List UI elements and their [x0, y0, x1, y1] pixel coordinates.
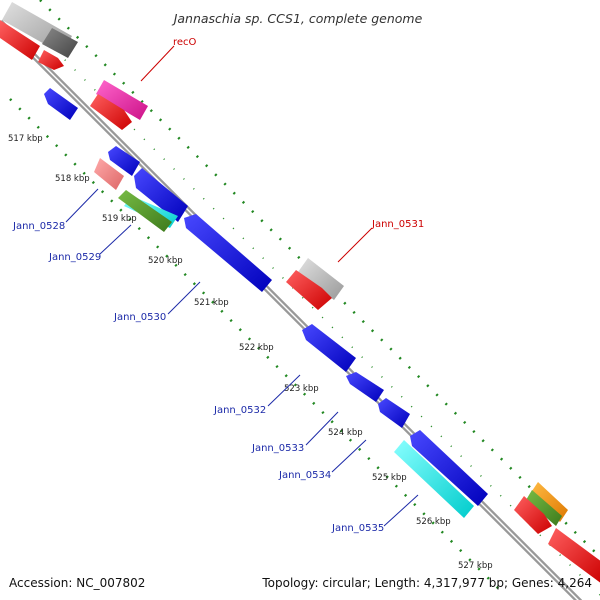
reverse-cds-jann0534 — [378, 398, 410, 428]
feature-block-green — [118, 190, 172, 232]
reverse-cds-5 — [410, 430, 488, 506]
gc-skew-track-outer — [39, 0, 600, 559]
tick-label: 526 kbp — [416, 517, 451, 527]
tick-label: 523 kbp — [284, 384, 319, 394]
forward-cds-recO — [90, 94, 132, 130]
gene-label-jann0531: Jann_0531 — [371, 219, 424, 230]
tick-label: 517 kbp — [8, 134, 43, 144]
forward-cds-2 — [38, 50, 64, 70]
map-title: Jannaschia sp. CCS1, complete genome — [171, 11, 423, 26]
reverse-cds-1 — [44, 88, 78, 120]
leader-jann0534 — [331, 439, 367, 473]
reverse-cds-jann0528 — [134, 168, 188, 222]
gene-label-jann0532: Jann_0532 — [213, 405, 266, 416]
reverse-cds-jann0530 — [184, 214, 272, 292]
forward-cds-1 — [0, 20, 40, 60]
feature-block-salmon — [94, 158, 124, 190]
tick-label: 522 kbp — [239, 343, 274, 353]
gene-label-recO: recO — [173, 37, 197, 48]
backbone-inner-line — [0, 21, 579, 600]
tick-label: 520 kbp — [148, 256, 183, 266]
leader-jann0532 — [267, 374, 301, 407]
forward-cds-4 — [548, 528, 600, 583]
tick-label: 525 kbp — [372, 473, 407, 483]
leader-jann0535 — [383, 494, 419, 527]
leader-jann0530 — [167, 281, 201, 315]
feature-block-gray-2 — [298, 258, 344, 300]
gene-label-jann0529: Jann_0529 — [48, 252, 101, 263]
reverse-cds-jann0532 — [302, 324, 356, 372]
leader-jann0528 — [65, 188, 99, 223]
gene-label-jann0530: Jann_0530 — [113, 312, 166, 323]
gene-label-jann0533: Jann_0533 — [251, 443, 304, 454]
feature-block-cyan-2 — [394, 440, 474, 518]
feature-block-pink — [96, 80, 148, 120]
tick-label: 518 kbp — [55, 174, 90, 184]
gene-label-jann0534: Jann_0534 — [278, 470, 331, 481]
reverse-cds-2 — [108, 146, 140, 176]
reverse-cds-jann0533 — [346, 372, 384, 402]
feature-block-dark — [42, 28, 78, 58]
gc-content-track — [44, 39, 600, 596]
accession-text: Accession: NC_007802 — [9, 576, 145, 590]
tick-label: 524 kbp — [328, 428, 363, 438]
leader-jann0533 — [305, 411, 339, 446]
tick-label: 527 kbp — [458, 561, 493, 571]
feature-block-orange — [530, 482, 568, 522]
tick-label: 521 kbp — [194, 298, 229, 308]
leader-jann0529 — [99, 224, 132, 255]
topology-text: Topology: circular; Length: 4,317,977 bp… — [261, 576, 592, 590]
forward-cds-jann0531 — [286, 270, 332, 310]
kbp-ticks: 517 kbp 518 kbp 519 kbp 520 kbp 521 kbp … — [8, 134, 493, 571]
gene-label-jann0535: Jann_0535 — [331, 523, 384, 534]
forward-cds-3 — [514, 496, 552, 534]
tick-label: 519 kbp — [102, 214, 137, 224]
feature-block-green-2 — [526, 490, 562, 526]
label-leader-lines — [65, 45, 419, 527]
gene-label-jann0528: Jann_0528 — [12, 221, 65, 232]
leader-jann0531 — [337, 227, 373, 263]
leader-recO — [140, 45, 175, 82]
